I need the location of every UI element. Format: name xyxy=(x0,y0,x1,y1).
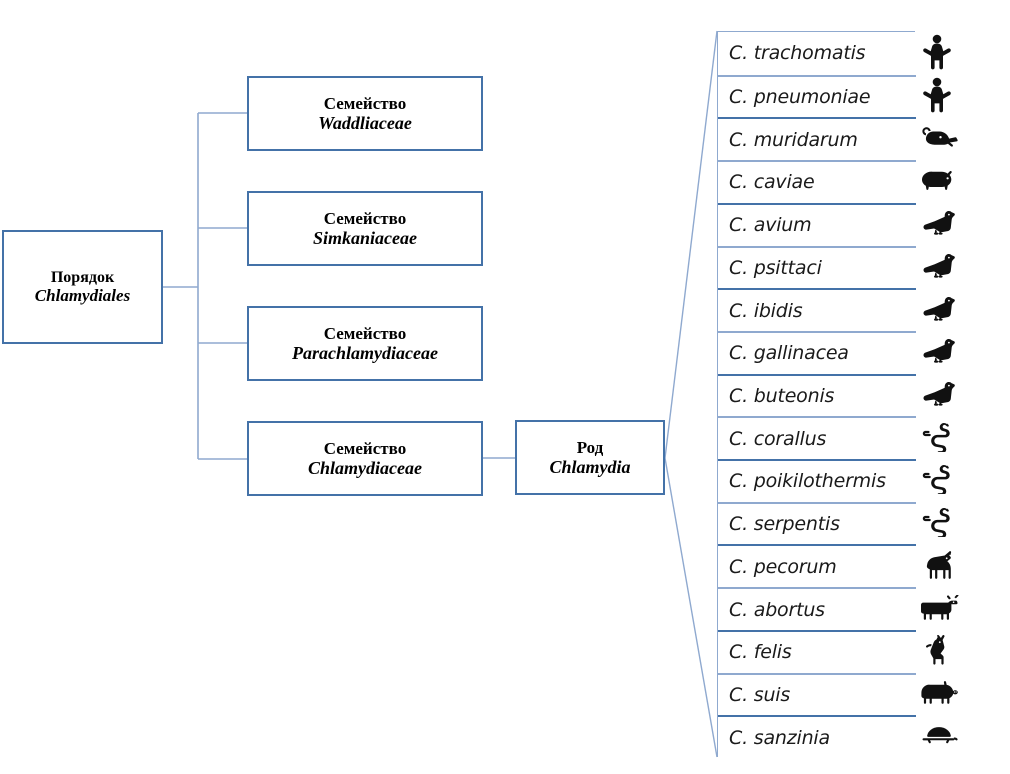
cow-icon xyxy=(920,586,966,629)
species-row[interactable]: C. abortus xyxy=(718,587,916,630)
bird-icon xyxy=(920,287,966,330)
genus-node-chlamydia[interactable]: Род Chlamydia xyxy=(515,420,665,495)
species-row[interactable]: C. felis xyxy=(718,629,916,673)
species-row[interactable]: C. suis xyxy=(718,672,916,716)
family-rank-label: Семейство xyxy=(323,208,407,228)
species-row[interactable]: C. poikilothermis xyxy=(718,459,916,502)
species-name: C. caviae xyxy=(729,171,815,194)
family-node-waddliaceae[interactable]: Семейство Waddliaceae xyxy=(247,76,483,151)
genus-rank-label: Род xyxy=(576,437,604,457)
species-name: C. serpentis xyxy=(729,513,840,536)
species-row[interactable]: C. gallinacea xyxy=(718,330,916,374)
species-row[interactable]: C. buteonis xyxy=(718,373,916,417)
species-row[interactable]: C. pneumoniae xyxy=(718,74,916,118)
pig-icon xyxy=(920,672,966,715)
family-rank-label: Семейство xyxy=(323,438,407,458)
species-row[interactable]: C. muridarum xyxy=(718,117,916,161)
species-name: C. pneumoniae xyxy=(729,86,871,109)
family-rank-label: Семейство xyxy=(323,323,407,343)
family-node-chlamydiaceae[interactable]: Семейство Chlamydiaceae xyxy=(247,421,483,496)
species-name: C. avium xyxy=(729,214,812,237)
species-row[interactable]: C. psittaci xyxy=(718,245,916,289)
bird-icon xyxy=(920,373,966,416)
species-row[interactable]: C. sanzinia xyxy=(718,715,916,758)
species-row[interactable]: C. ibidis xyxy=(718,288,916,331)
species-row[interactable]: C. caviae xyxy=(718,160,916,203)
order-taxon-name: Chlamydiales xyxy=(34,286,131,306)
human-icon xyxy=(920,31,966,74)
species-name: C. ibidis xyxy=(729,299,803,322)
species-row[interactable]: C. serpentis xyxy=(718,501,916,545)
order-rank-label: Порядок xyxy=(50,268,115,286)
snake-icon xyxy=(920,501,966,544)
species-row[interactable]: C. avium xyxy=(718,202,916,246)
species-name: C. pecorum xyxy=(729,555,837,578)
bird-icon xyxy=(920,245,966,288)
family-taxon-name: Waddliaceae xyxy=(318,112,412,133)
order-node[interactable]: Порядок Chlamydiales xyxy=(2,230,163,344)
turtle-icon xyxy=(920,714,966,757)
species-name: C. sanzinia xyxy=(729,726,830,749)
species-name: C. buteonis xyxy=(729,384,835,407)
bird-icon xyxy=(920,202,966,245)
species-name: C. abortus xyxy=(729,598,825,621)
family-rank-label: Семейство xyxy=(323,93,407,113)
family-node-parachlamydiaceae[interactable]: Семейство Parachlamydiaceae xyxy=(247,306,483,381)
cat-icon xyxy=(920,629,966,672)
species-row[interactable]: C. trachomatis xyxy=(718,32,916,75)
family-taxon-name: Chlamydiaceae xyxy=(308,457,422,478)
family-taxon-name: Simkaniaceae xyxy=(313,227,417,248)
species-name: C. gallinacea xyxy=(729,342,849,365)
guinea-pig-icon xyxy=(920,159,966,202)
mouse-icon xyxy=(920,116,966,159)
horse-icon xyxy=(920,543,966,586)
snake-icon xyxy=(920,415,966,458)
species-name: C. trachomatis xyxy=(729,42,866,65)
species-name: C. psittaci xyxy=(729,256,822,279)
species-row[interactable]: C. pecorum xyxy=(718,544,916,588)
family-node-simkaniaceae[interactable]: Семейство Simkaniaceae xyxy=(247,191,483,266)
species-name: C. muridarum xyxy=(729,128,858,151)
snake-icon xyxy=(920,458,966,501)
species-name: C. poikilothermis xyxy=(729,470,886,493)
species-name: C. felis xyxy=(729,641,792,664)
bird-icon xyxy=(920,330,966,373)
species-row[interactable]: C. corallus xyxy=(718,416,916,460)
human-icon xyxy=(920,74,966,117)
family-taxon-name: Parachlamydiaceae xyxy=(292,342,438,363)
species-name: C. suis xyxy=(729,683,791,706)
genus-taxon-name: Chlamydia xyxy=(549,456,631,477)
species-name: C. corallus xyxy=(729,427,827,450)
